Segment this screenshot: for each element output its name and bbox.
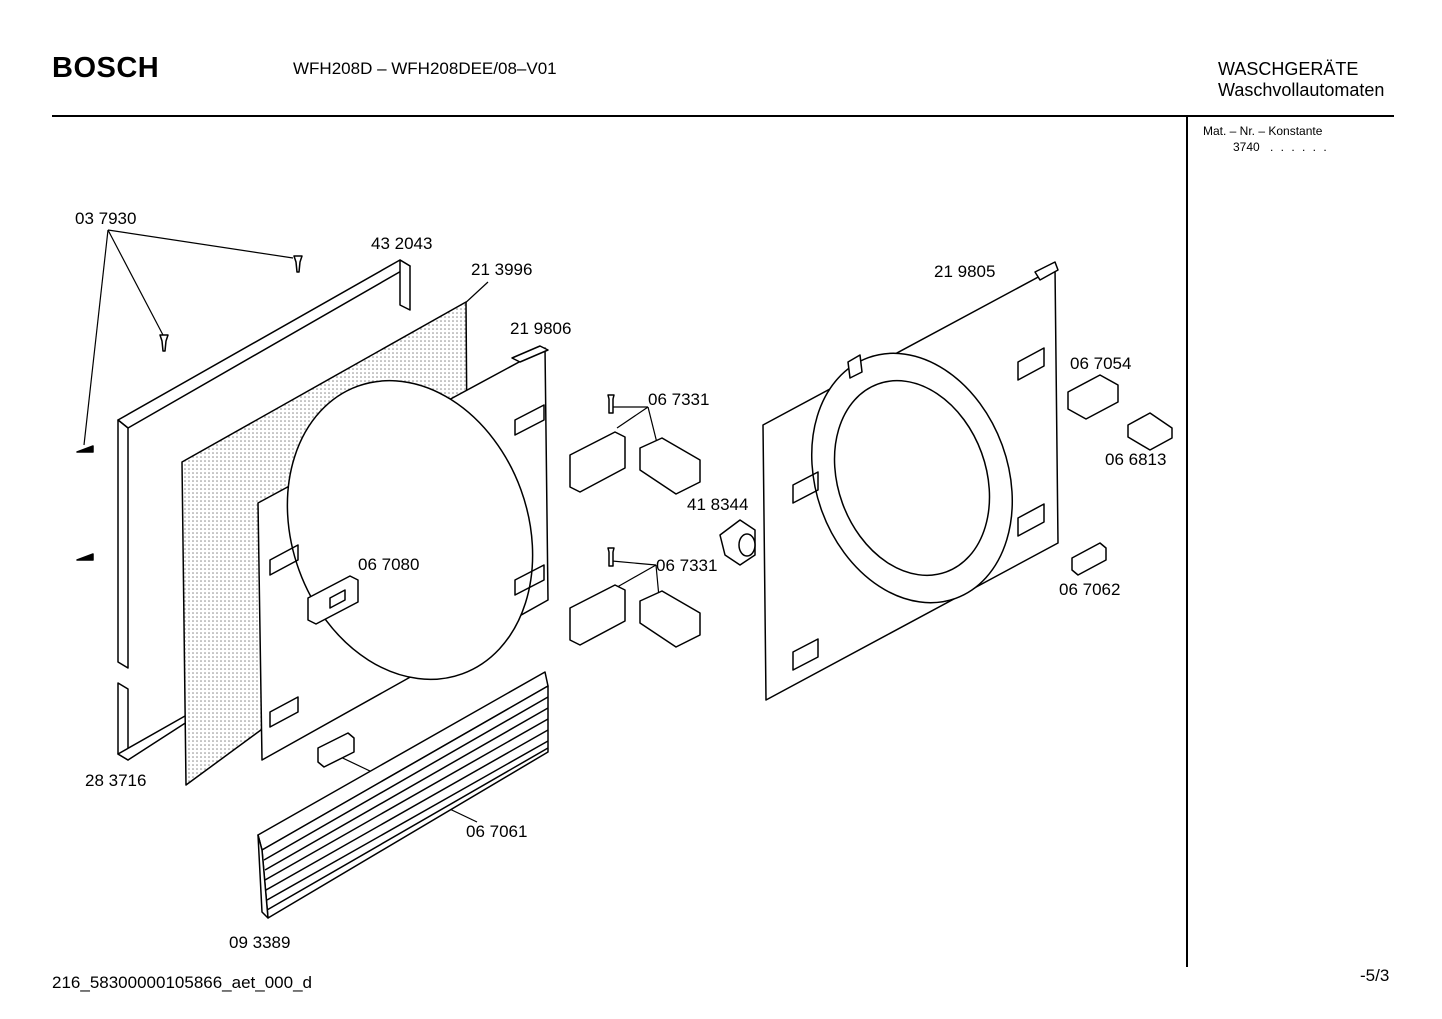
part-label-067061: 06 7061 (466, 822, 527, 841)
material-value: 3740 (1233, 140, 1260, 154)
part-label-067331-lower: 06 7331 (656, 556, 717, 575)
part-label-283716: 28 3716 (85, 771, 146, 790)
front-panel-219805 (762, 261, 1059, 701)
part-label-213996: 21 3996 (471, 260, 532, 279)
material-heading: Mat. – Nr. – Konstante (1203, 124, 1323, 138)
switch-067054 (1067, 374, 1119, 420)
part-label-067080: 06 7080 (358, 555, 419, 574)
side-divider (1186, 117, 1188, 967)
frame-432043 (117, 259, 411, 669)
part-label-037930: 03 7930 (75, 209, 136, 228)
button-066813 (1127, 412, 1173, 451)
part-label-219806: 21 9806 (510, 319, 571, 338)
part-label-219805: 21 9805 (934, 262, 995, 281)
base-cover-093389 (257, 671, 549, 919)
hinge-067331-lower (569, 584, 701, 648)
hinge-067331-upper (569, 431, 701, 495)
material-dots: . . . . . . (1270, 140, 1329, 154)
header-divider (52, 115, 1394, 117)
model-title: WFH208D – WFH208DEE/08–V01 (293, 59, 557, 78)
part-label-432043: 43 2043 (371, 234, 432, 253)
part-label-093389: 09 3389 (229, 933, 290, 952)
part-label-418344: 41 8344 (687, 495, 748, 514)
cap-067062 (1071, 542, 1107, 576)
part-label-067331-upper: 06 7331 (648, 390, 709, 409)
part-label-067062: 06 7062 (1059, 580, 1120, 599)
bracket-283716 (117, 682, 191, 761)
category-title: WASCHGERÄTE (1218, 59, 1359, 79)
bushing-418344 (719, 519, 756, 566)
latch-067080 (307, 575, 359, 625)
part-label-066813: 06 6813 (1105, 450, 1166, 469)
plate-067061 (317, 732, 355, 768)
exploded-parts-diagram: 03 7930 43 2043 21 3996 21 9806 21 9805 … (75, 209, 1173, 952)
category-subtitle: Waschvollautomaten (1218, 80, 1385, 100)
part-label-067054: 06 7054 (1070, 354, 1131, 373)
screw-icon (76, 255, 615, 567)
brand-logo: BOSCH (52, 52, 160, 84)
page-number: -5/3 (1360, 966, 1390, 985)
document-id: 216_58300000105866_aet_000_d (52, 973, 312, 992)
